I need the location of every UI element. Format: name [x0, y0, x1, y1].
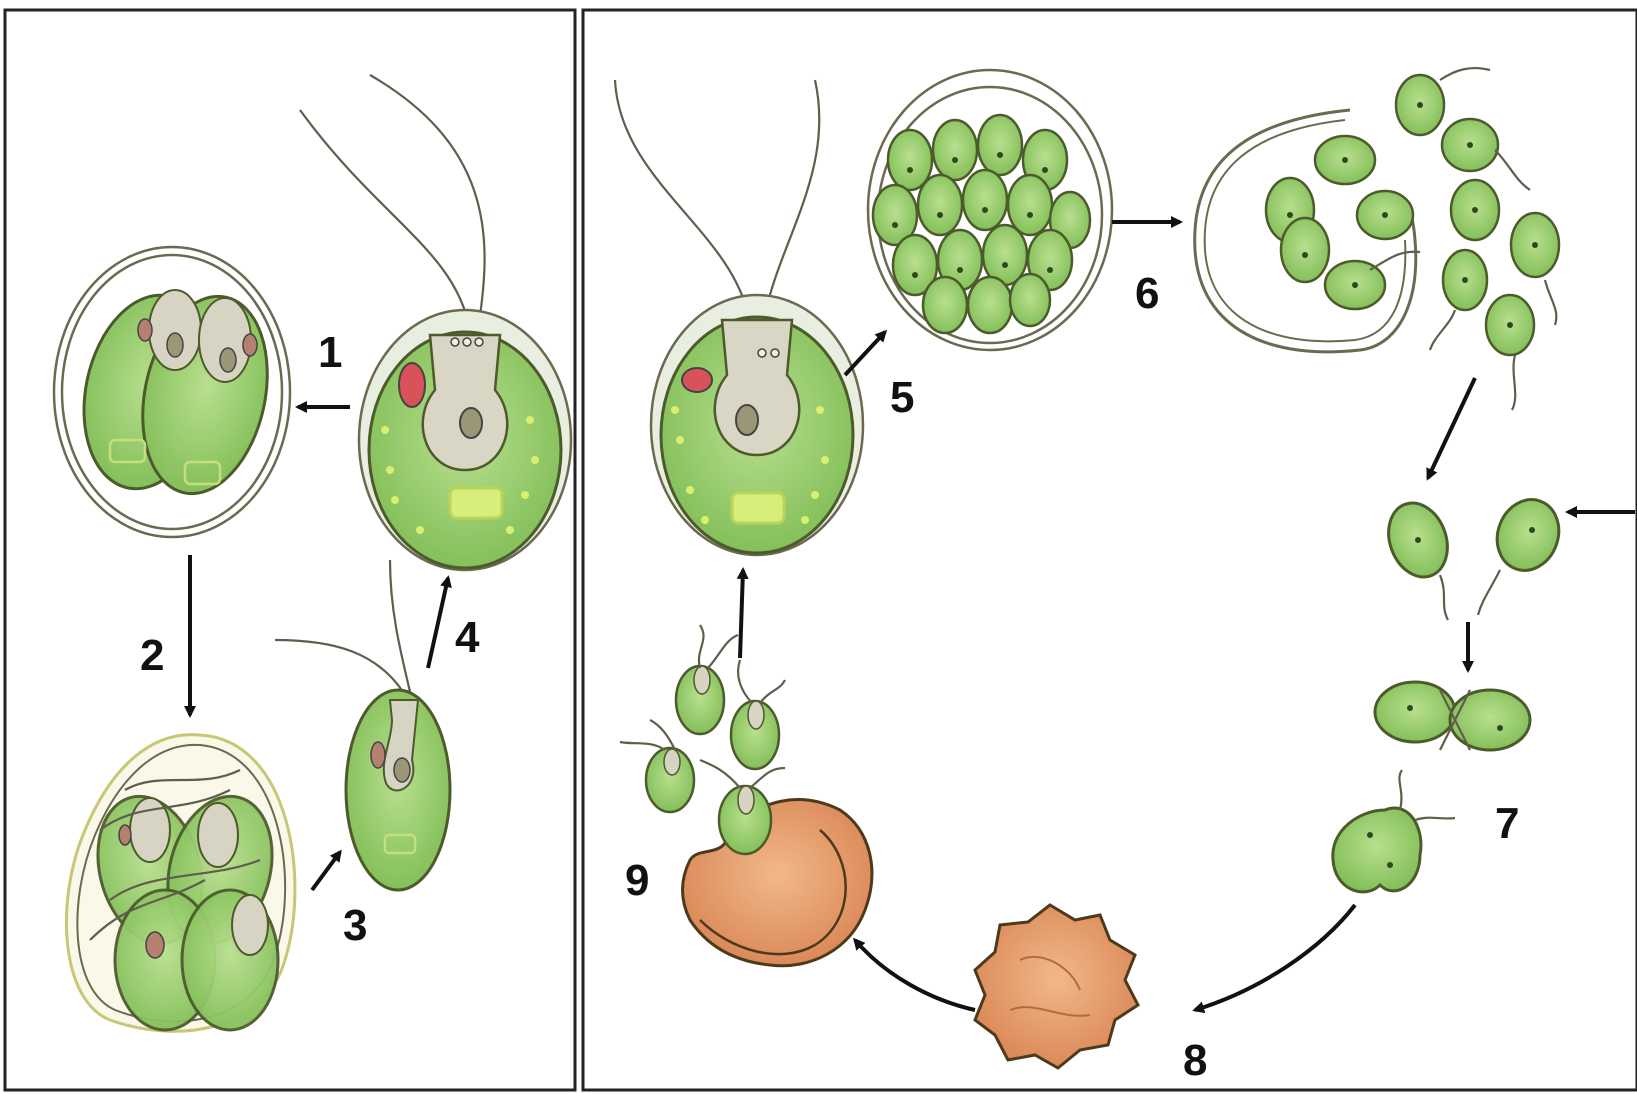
mother-cell-left [300, 75, 571, 570]
label-7: 7 [1495, 799, 1519, 848]
label-3: 3 [343, 901, 367, 950]
label-5: 5 [890, 373, 914, 422]
dormant-zygote [975, 905, 1138, 1068]
mother-cell-right [615, 80, 863, 555]
label-9: 9 [625, 856, 649, 905]
label-4: 4 [455, 613, 480, 662]
released-gametes [1195, 68, 1559, 410]
label-1: 1 [318, 328, 342, 377]
label-8: 8 [1183, 1036, 1207, 1085]
arrow-8-to-9 [855, 940, 975, 1010]
young-zygote [1333, 770, 1455, 892]
germinating-zygote [620, 625, 872, 966]
arrow-9-to-mother [740, 570, 743, 658]
fusing-gametes [1375, 682, 1530, 750]
arrow-5 [845, 332, 885, 375]
free-zoospore [275, 560, 450, 890]
label-6: 6 [1135, 269, 1159, 318]
gamete-pair [1379, 491, 1569, 620]
arrow-6-to-pair [1428, 378, 1475, 478]
gametes-in-sporangium [868, 70, 1112, 350]
arrow-3 [312, 852, 340, 890]
label-2: 2 [140, 631, 164, 680]
two-daughter-cells [54, 247, 290, 537]
arrow-4 [428, 578, 448, 668]
arrow-7-to-8 [1195, 905, 1355, 1010]
four-zoospores-in-sporangium [66, 735, 294, 1032]
